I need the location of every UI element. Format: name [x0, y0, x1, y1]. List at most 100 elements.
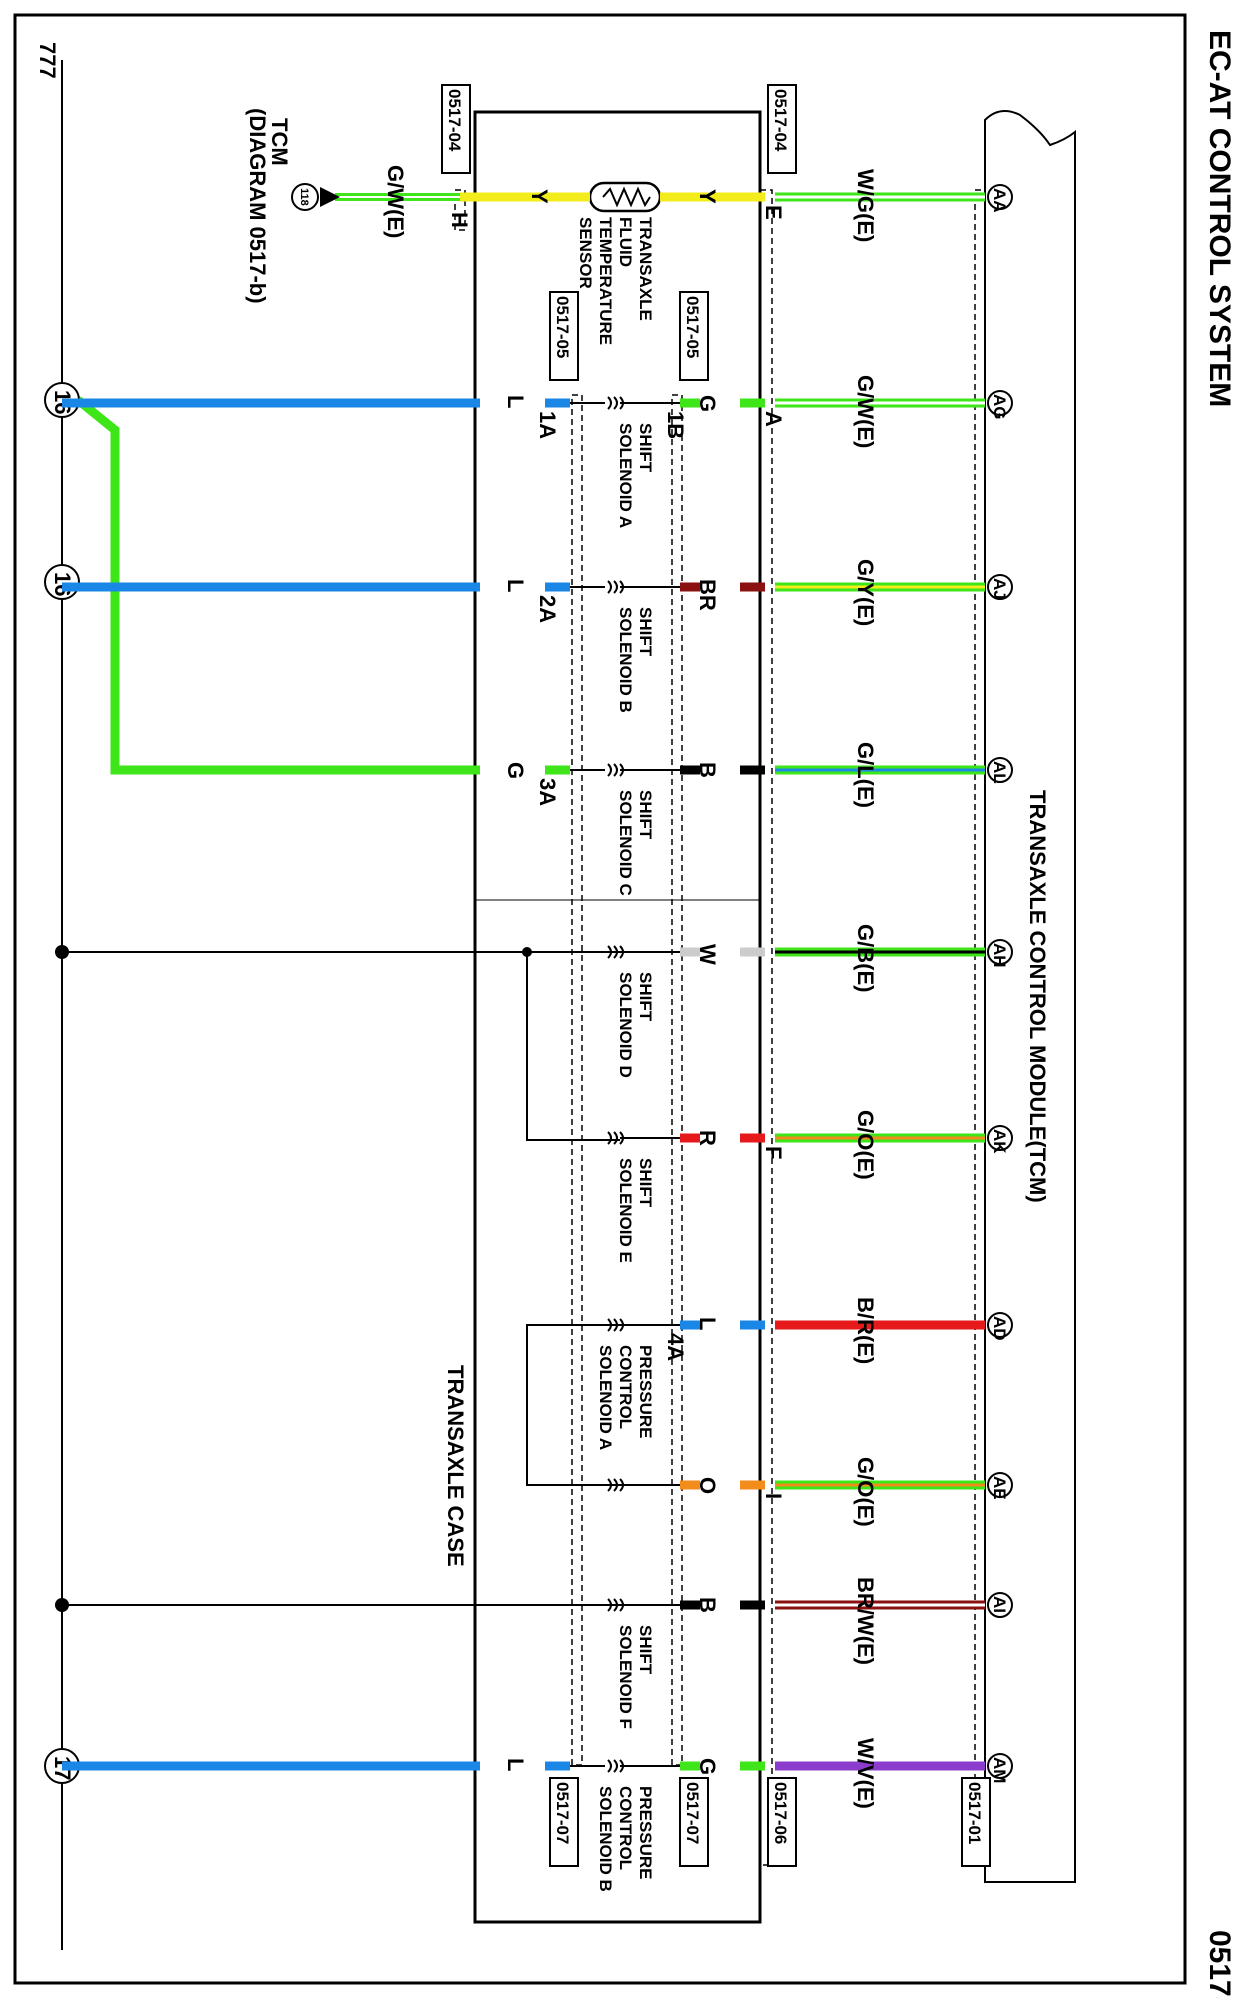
- tcm-ref-title: TCM: [267, 118, 292, 166]
- wire-label: G/O(E): [853, 1110, 878, 1180]
- tcm-pin-label: AG: [990, 394, 1009, 420]
- wire-label: G/L(E): [853, 742, 878, 808]
- bottom-pin-label: 2A: [535, 595, 560, 623]
- connector-dashed-sol-upper: [671, 394, 683, 1766]
- component-label: SOLENOID B: [596, 1786, 615, 1892]
- component-label: PRESSURE: [636, 1345, 655, 1439]
- component-label: SOLENOID D: [616, 972, 635, 1078]
- component-label: SOLENOID B: [616, 607, 635, 713]
- tcm-ref-wire-label: G/W(E): [383, 165, 408, 238]
- tcm-pin-AE: [987, 1472, 1013, 1498]
- solenoid-coil-icon: [607, 580, 624, 594]
- svg-text:0517-06: 0517-06: [771, 1782, 790, 1844]
- connector-label-sol-a-top: 0517-05: [679, 291, 709, 381]
- ground-16-b: 16: [44, 564, 80, 600]
- bottom-pin-label: 3A: [535, 778, 560, 806]
- bottom-pin-label: 1A: [535, 411, 560, 439]
- svg-text:0517-04: 0517-04: [445, 89, 464, 152]
- case-pin-label: E: [761, 205, 786, 220]
- tcm-pin-AG: [987, 390, 1013, 416]
- tcm-pin-label: AL: [990, 761, 1009, 784]
- tcm-pin-label: AM: [990, 1757, 1009, 1783]
- tcm-pin-AI: [987, 1592, 1013, 1618]
- connector-label-inner-top: 0517-04: [441, 84, 471, 174]
- tcm-pin-AH: [987, 939, 1013, 965]
- component-label: SOLENOID A: [616, 423, 635, 528]
- bottom-wire-label: L: [503, 1758, 528, 1771]
- component-label: SOLENOID E: [616, 1158, 635, 1263]
- connector-dashed-sol-lower: [571, 394, 583, 1766]
- tcm-pin-AJ: [987, 574, 1013, 600]
- component-label: FLUID: [616, 217, 635, 267]
- component-label: CONTROL: [616, 1786, 635, 1870]
- connector-dashed-case-top: [759, 189, 773, 1866]
- svg-text:0517-01: 0517-01: [965, 1782, 984, 1844]
- component-label: SHIFT: [636, 1158, 655, 1208]
- connector-label-case-top: 0517-04: [767, 84, 797, 174]
- inner-wire-label: O: [695, 1477, 720, 1494]
- inner-wire-label: L: [695, 1317, 720, 1330]
- inner-wire-label: Y: [695, 189, 720, 204]
- tcm-pin-label: AH: [990, 943, 1009, 968]
- case-label: TRANSAXLE CASE: [443, 1365, 468, 1567]
- tcm-ref-badge: [291, 183, 319, 211]
- page-border: [13, 13, 1187, 1985]
- tcm-pin-label: AA: [990, 188, 1009, 213]
- wire-label: B/R(E): [853, 1297, 878, 1364]
- page-title: EC-AT CONTROL SYSTEM: [1203, 30, 1236, 407]
- svg-text:0517-05: 0517-05: [553, 296, 572, 358]
- tcm-module: TRANSAXLE CONTROL MODULE(TCM): [984, 110, 1076, 1883]
- circuits: AAW/G(E)EYYYTRANSAXLEFLUIDTEMPERATURESEN…: [62, 169, 1013, 1892]
- solenoid-pin-label: 4A: [663, 1333, 688, 1361]
- component-label: SHIFT: [636, 423, 655, 473]
- wire-label: W/V(E): [853, 1738, 878, 1809]
- component-label: SOLENOID F: [616, 1625, 635, 1729]
- bottom-wire-label: Y: [527, 189, 552, 204]
- bottom-wire-label: L: [503, 395, 528, 408]
- page-code: 0517-c: [1203, 1930, 1236, 1998]
- component-label: SHIFT: [636, 972, 655, 1022]
- connector-dashed-tcm: [974, 189, 986, 1866]
- solenoid-coil-icon: [607, 1131, 624, 1145]
- tcm-pin-label: AK: [990, 1129, 1009, 1154]
- inner-wire-label: G: [695, 395, 720, 412]
- connector-label-sol-a-bottom: 0517-05: [549, 291, 579, 381]
- wire-label: G/O(E): [853, 1457, 878, 1527]
- tcm-module-outline: [984, 110, 1076, 1883]
- component-label: SOLENOID C: [616, 790, 635, 896]
- svg-text:0517-07: 0517-07: [553, 1782, 572, 1844]
- tcm-pin-AL: [987, 757, 1013, 783]
- solenoid-coil-icon: [607, 1478, 624, 1492]
- solenoid-coil-icon: [607, 396, 624, 410]
- tcm-pin-AK: [987, 1125, 1013, 1151]
- inner-wire-label: B: [695, 1597, 720, 1613]
- tcm-pin-AA: [987, 184, 1013, 210]
- ground-symbol: 777: [35, 42, 60, 79]
- component-label: TEMPERATURE: [596, 217, 615, 345]
- tcm-ref-arrow: [320, 187, 340, 207]
- tcm-reference: 118 TCM (DIAGRAM 0517-b) G/W(E) H: [245, 108, 472, 304]
- inner-wire-label: W: [695, 944, 720, 965]
- tcm-pin-label: AI: [990, 1596, 1009, 1613]
- inner-wire-label: B: [695, 762, 720, 778]
- wire-label: G/Y(E): [853, 559, 878, 626]
- tcm-module-label: TRANSAXLE CONTROL MODULE(TCM): [1025, 790, 1050, 1203]
- tcm-pin-label: AJ: [990, 578, 1009, 600]
- component-label: SENSOR: [576, 217, 595, 289]
- bottom-wire-label: G: [503, 762, 528, 779]
- wire-label: G/W(E): [853, 375, 878, 448]
- solenoid-coil-icon: [607, 1318, 624, 1332]
- wire-label: G/B(E): [853, 924, 878, 992]
- wire-label: BR/W(E): [853, 1577, 878, 1665]
- connector-label-pcb-top: 0517-07: [679, 1777, 709, 1867]
- case-pin-label: I: [761, 1493, 786, 1499]
- inner-wire-label: G: [695, 1758, 720, 1775]
- ground-jumper-d-e: [526, 952, 620, 1141]
- bottom-wire-label: L: [503, 579, 528, 592]
- svg-text:0517-07: 0517-07: [683, 1782, 702, 1844]
- tcm-ref-badge-text: 118: [298, 188, 310, 206]
- solenoid-coil-icon: [607, 1759, 624, 1773]
- connector-label-tcm: 0517-01: [961, 1777, 991, 1867]
- inner-wire-label: BR: [695, 579, 720, 611]
